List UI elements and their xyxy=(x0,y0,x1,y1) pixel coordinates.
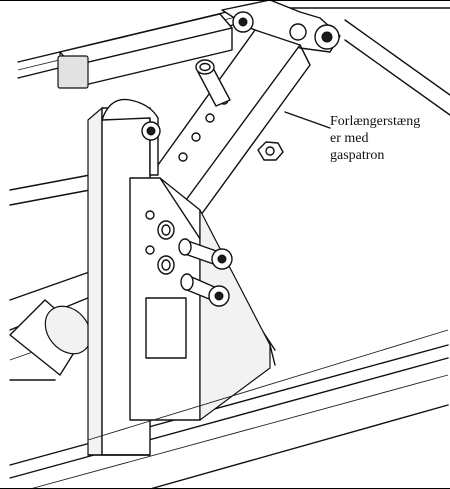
frame-top-border xyxy=(0,0,450,5)
callout-label: Forlængerstæng er med gaspatron xyxy=(330,113,448,164)
callout-leader xyxy=(284,111,331,129)
base-rail xyxy=(87,329,449,456)
hex-nut xyxy=(257,141,284,161)
bolt-upper xyxy=(178,238,233,270)
callout-line-1: Forlængerstæng xyxy=(330,114,421,129)
mounting-plate xyxy=(129,177,276,421)
loose-bolt xyxy=(195,59,231,107)
gas-cylinder xyxy=(9,299,92,381)
frame-bottom-border xyxy=(0,484,450,489)
bolt-lower xyxy=(180,273,230,307)
callout-line-3: gaspatron xyxy=(330,148,385,163)
top-bracket xyxy=(221,0,341,53)
callout-line-2: er med xyxy=(330,131,369,146)
top-beam xyxy=(57,13,233,89)
